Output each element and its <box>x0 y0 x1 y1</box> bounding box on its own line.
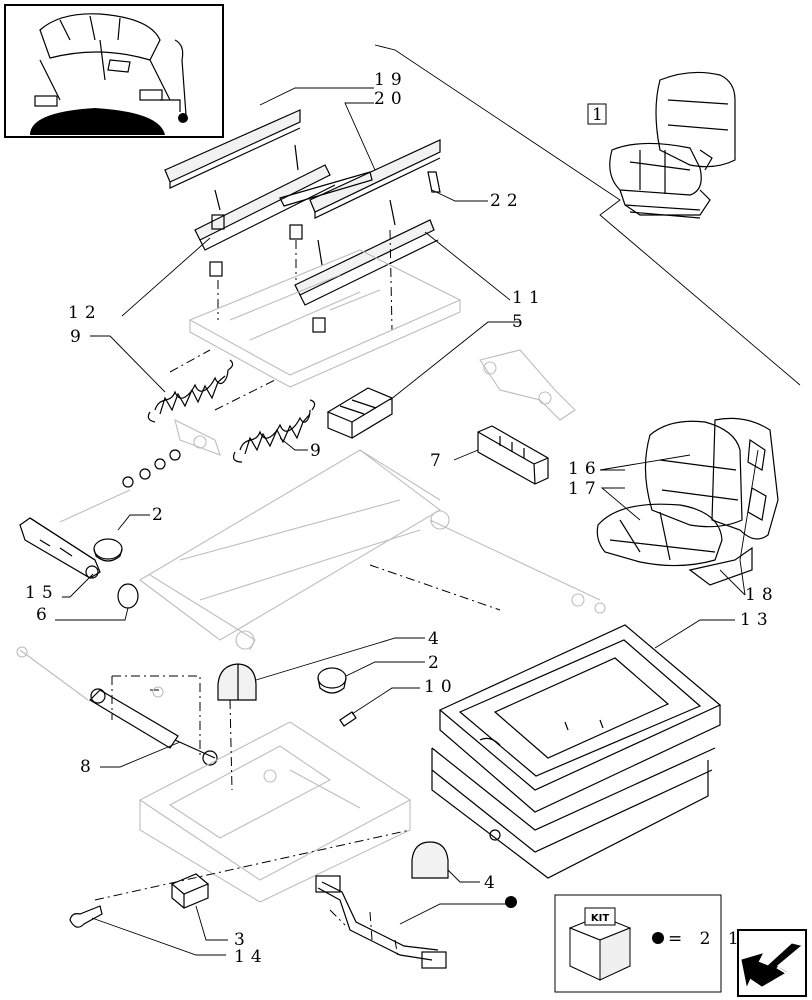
label-22: 22 <box>490 191 524 211</box>
ghost-upper-plate <box>188 249 462 388</box>
bellows-part-5 <box>326 387 394 439</box>
label-11: 11 <box>512 288 546 308</box>
label-1: 1 <box>592 105 609 125</box>
bushing-2-upper <box>93 538 123 562</box>
label-4-lower: 4 <box>484 873 501 893</box>
kit-equation: = 2 1 <box>668 929 745 949</box>
label-8: 8 <box>80 757 97 777</box>
bolt-10 <box>339 711 357 727</box>
slide-part-7 <box>477 425 549 485</box>
label-2-lower: 2 <box>428 653 445 673</box>
locator-thumbnail <box>4 4 224 138</box>
kit-legend-dot <box>652 932 664 944</box>
damper-4-upper <box>217 663 257 701</box>
frame-lines <box>374 44 801 386</box>
seat-assembly-1 <box>609 71 736 219</box>
kit-badge: KIT <box>591 913 609 924</box>
kit-legend: KIT = 2 1 <box>554 894 745 993</box>
label-12: 12 <box>68 303 102 323</box>
lever-handle-15 <box>19 517 101 579</box>
block-3 <box>170 873 210 909</box>
label-2-upper: 2 <box>152 505 169 525</box>
callout-labels: 1 19 20 22 12 11 5 9 9 7 16 17 2 15 6 18… <box>25 70 779 967</box>
label-9-top: 9 <box>70 327 87 347</box>
label-4-upper: 4 <box>428 629 445 649</box>
label-13: 13 <box>740 610 774 630</box>
label-14: 14 <box>234 947 268 967</box>
gas-spring-8 <box>16 646 218 766</box>
label-17: 17 <box>568 479 602 499</box>
label-15: 15 <box>25 583 59 603</box>
washers-and-bolts <box>59 418 221 523</box>
damper-4-lower <box>411 841 449 879</box>
label-3: 3 <box>234 930 251 950</box>
kit-box-icon: KIT <box>568 907 632 981</box>
leader-lines <box>55 87 759 956</box>
ghost-lower-plate <box>138 699 412 903</box>
bushing-2-lower <box>317 667 347 694</box>
seat-16-17 <box>596 417 779 586</box>
label-19: 19 <box>374 70 408 90</box>
seat-rails <box>164 109 441 333</box>
ghost-link <box>479 349 576 421</box>
label-9-bottom: 9 <box>310 441 327 461</box>
label-7: 7 <box>430 451 447 471</box>
cap-6 <box>117 583 139 609</box>
kit-marker-dot <box>505 896 517 908</box>
cable-assembly <box>315 875 447 969</box>
label-5: 5 <box>512 312 529 332</box>
label-18: 18 <box>745 585 779 605</box>
label-10: 10 <box>424 677 458 697</box>
label-20: 20 <box>374 89 408 109</box>
ghost-scissor-frame <box>139 449 606 651</box>
label-6: 6 <box>36 605 53 625</box>
label-16: 16 <box>568 459 602 479</box>
suspension-base-13 <box>431 624 722 879</box>
springs-9 <box>147 349 316 463</box>
arrow-back-icon[interactable] <box>737 929 807 997</box>
pivot-bolt-14 <box>69 829 411 928</box>
